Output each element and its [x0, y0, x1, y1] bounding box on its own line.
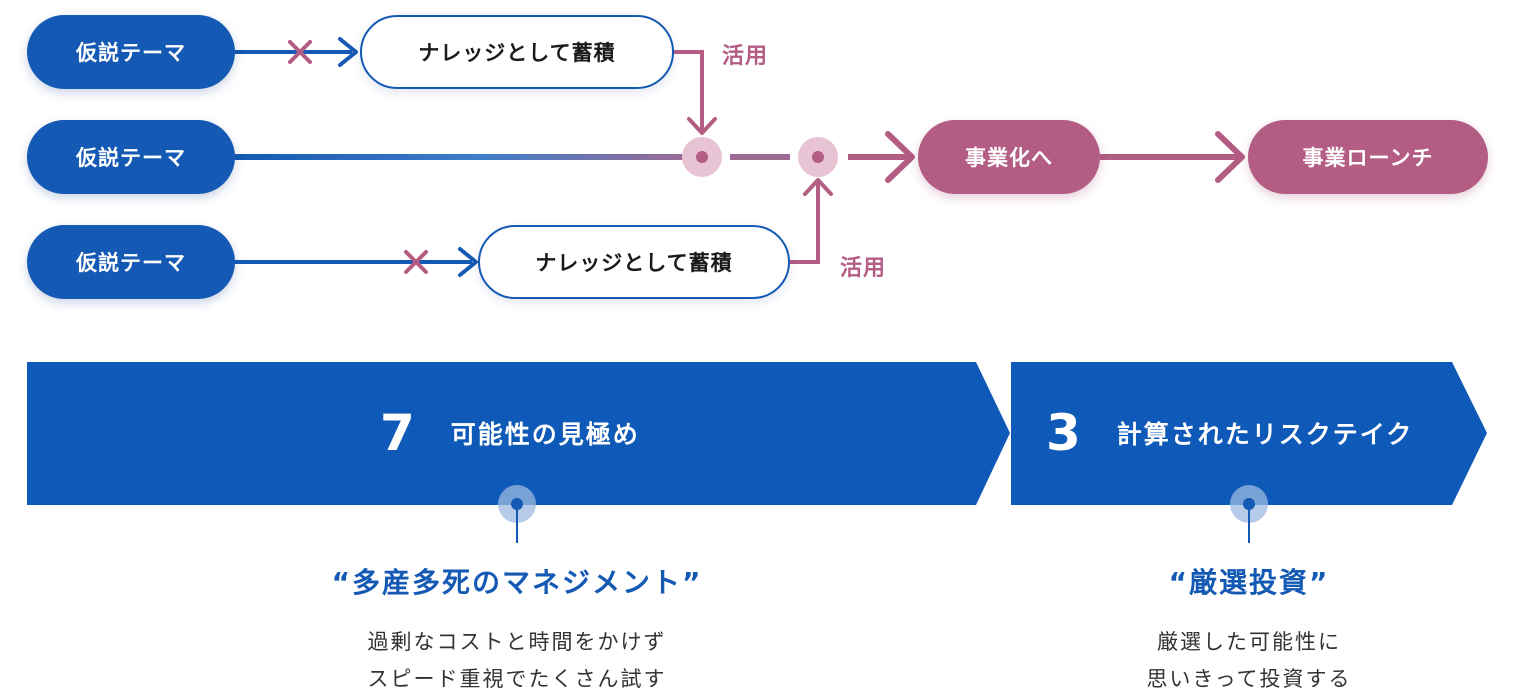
- band-7-label: 可能性の見極め: [450, 420, 640, 449]
- row3-connector: [235, 247, 478, 277]
- hypothesis-theme-bottom: 仮説テーマ: [27, 225, 235, 299]
- hypothesis-theme-middle: 仮説テーマ: [27, 120, 235, 194]
- band-7-content: 7 可能性の見極め: [380, 398, 640, 468]
- band-3-number: 3: [1046, 404, 1081, 462]
- band-3: [1011, 362, 1487, 505]
- knowledge-accumulation-top: ナレッジとして蓄積: [360, 15, 674, 89]
- use-label-top: 活用: [722, 44, 769, 69]
- junction-node-1: [682, 137, 722, 177]
- launch-pill: 事業ローンチ: [1248, 120, 1488, 194]
- callout-right-line-1: 厳選した可能性に: [1157, 630, 1341, 654]
- cross-icon: [288, 40, 312, 64]
- junction-node-2: [798, 137, 838, 177]
- cross-icon: [404, 250, 428, 274]
- callout-right-line-2: 思いきって投資する: [1146, 667, 1352, 691]
- use-label-bottom: 活用: [840, 256, 887, 281]
- callout-right-heading: “厳選投資”: [1168, 566, 1330, 599]
- callout-right-description: 厳選した可能性に 思いきって投資する: [1049, 624, 1449, 698]
- callout-left-description: 過剰なコストと時間をかけず スピード重視でたくさん試す: [267, 624, 767, 698]
- knowledge-accumulation-bottom: ナレッジとして蓄積: [478, 225, 790, 299]
- hypothesis-theme-top: 仮説テーマ: [27, 15, 235, 89]
- band-3-content: 3 計算されたリスクテイク: [1046, 398, 1413, 468]
- use-path-top: [674, 50, 717, 135]
- business-pill: 事業化へ: [918, 120, 1100, 194]
- anchor-marker-right: [1230, 485, 1268, 543]
- band-7-number: 7: [380, 404, 415, 462]
- anchor-marker-left: [498, 485, 536, 543]
- callout-left-line-1: 過剰なコストと時間をかけず: [367, 630, 667, 654]
- main-line: [235, 131, 1245, 183]
- row1-connector: [235, 37, 358, 67]
- callout-left-line-2: スピード重視でたくさん試す: [367, 667, 667, 691]
- callout-left-heading: “多産多死のマネジメント”: [331, 566, 703, 599]
- use-path-bottom: [790, 178, 833, 264]
- band-7: [27, 362, 1010, 505]
- band-3-label: 計算されたリスクテイク: [1116, 420, 1414, 449]
